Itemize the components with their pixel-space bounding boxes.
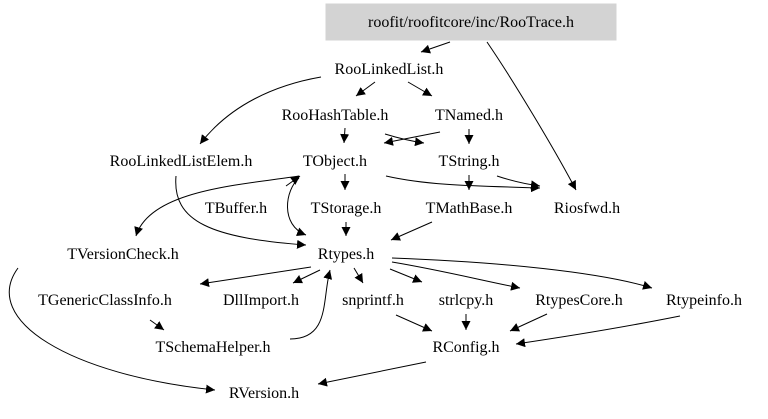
node-rtypeinfo[interactable]: Rtypeinfo.h — [666, 292, 742, 309]
edge-roolinkedlist-to-roolinkedlistelem — [199, 76, 322, 145]
node-tschemahelper[interactable]: TSchemaHelper.h — [155, 339, 270, 356]
node-label: RooLinkedListElem.h — [110, 153, 253, 170]
edge-tobject-to-tversioncheck — [134, 175, 300, 237]
edge-rtypeinfo-to-rconfig — [515, 315, 681, 348]
edge-roolinkedlistelem-to-rtypes — [175, 175, 307, 249]
edge-rootrace-to-roolinkedlist — [420, 41, 451, 54]
node-label: TSchemaHelper.h — [155, 339, 270, 356]
node-label: RConfig.h — [432, 339, 499, 356]
edge-tstring-to-riosfwd — [496, 175, 541, 190]
node-rtypes[interactable]: Rtypes.h — [318, 246, 374, 263]
node-label: TMathBase.h — [426, 200, 513, 217]
node-label: Rtypes.h — [318, 246, 374, 263]
node-layer: roofit/roofitcore/inc/RooTrace.hRooLinke… — [38, 3, 742, 402]
node-label: Riosfwd.h — [554, 200, 620, 217]
node-tobject[interactable]: TObject.h — [303, 153, 367, 170]
node-riosfwd[interactable]: Riosfwd.h — [554, 200, 620, 217]
edge-tschemahelper-to-rtypes — [289, 269, 333, 340]
edge-rtypes-to-dllimport — [292, 269, 321, 284]
node-label: TVersionCheck.h — [67, 246, 179, 263]
node-snprintf[interactable]: snprintf.h — [342, 292, 404, 309]
node-roolinkedlistelem[interactable]: RooLinkedListElem.h — [110, 153, 253, 170]
node-label: snprintf.h — [342, 292, 404, 309]
node-rtypescore[interactable]: RtypesCore.h — [535, 292, 623, 309]
node-label: TStorage.h — [311, 200, 382, 217]
node-strlcpy[interactable]: strlcpy.h — [439, 292, 494, 309]
node-label: RVersion.h — [229, 385, 299, 402]
edge-rtypes-to-rtypeinfo — [391, 257, 653, 290]
edge-roolinkedlist-to-roohashtable — [355, 81, 376, 97]
node-label: strlcpy.h — [439, 292, 494, 309]
node-tnamed[interactable]: TNamed.h — [435, 107, 503, 124]
edge-tobject-to-tbuffer — [285, 175, 301, 187]
root-node-box — [325, 3, 617, 41]
edge-rtypes-to-snprintf — [353, 267, 364, 284]
node-dllimport[interactable]: DllImport.h — [223, 292, 299, 309]
node-label: RtypesCore.h — [535, 292, 623, 309]
edge-roohashtable-to-tobject — [340, 127, 350, 144]
node-label: RooHashTable.h — [282, 107, 389, 124]
node-label: TObject.h — [303, 153, 367, 170]
edge-tmathbase-to-rtypes — [390, 221, 433, 241]
node-rootrace[interactable]: roofit/roofitcore/inc/RooTrace.h — [325, 3, 617, 41]
edge-layer — [8, 41, 681, 394]
node-tgenericclassinfo[interactable]: TGenericClassInfo.h — [38, 292, 172, 309]
node-label: TBuffer.h — [205, 200, 267, 217]
node-label: Rtypeinfo.h — [666, 292, 742, 309]
edge-tversioncheck-to-rversion — [8, 267, 216, 394]
edge-rtypes-to-tgenericclassinfo — [199, 266, 312, 288]
edge-rtypes-to-rtypescore — [391, 261, 521, 291]
node-label: DllImport.h — [223, 292, 299, 309]
node-label: roofit/roofitcore/inc/RooTrace.h — [368, 14, 574, 31]
node-tbuffer[interactable]: TBuffer.h — [205, 200, 267, 217]
node-rversion[interactable]: RVersion.h — [229, 385, 299, 402]
node-label: TNamed.h — [435, 107, 503, 124]
edge-rtypescore-to-rconfig — [509, 313, 548, 332]
node-tstorage[interactable]: TStorage.h — [311, 200, 382, 217]
node-rconfig[interactable]: RConfig.h — [432, 339, 499, 356]
edge-roolinkedlist-to-tnamed — [407, 81, 433, 97]
node-tversioncheck[interactable]: TVersionCheck.h — [67, 246, 179, 263]
node-label: RooLinkedList.h — [335, 61, 444, 78]
edge-rconfig-to-rversion — [317, 361, 427, 387]
edge-snprintf-to-rconfig — [395, 314, 433, 332]
node-label: TString.h — [439, 153, 500, 170]
edge-rootrace-to-riosfwd — [486, 41, 577, 191]
edge-tnamed-to-tobject — [383, 131, 441, 146]
node-tmathbase[interactable]: TMathBase.h — [426, 200, 513, 217]
edge-tobject-to-riosfwd — [385, 175, 541, 193]
node-label: TGenericClassInfo.h — [38, 292, 172, 309]
edge-rtypes-to-strlcpy — [389, 268, 423, 283]
node-tstring[interactable]: TString.h — [439, 153, 500, 170]
edge-tgenericclassinfo-to-tschemahelper — [149, 319, 165, 331]
node-roolinkedlist[interactable]: RooLinkedList.h — [335, 61, 444, 78]
node-roohashtable[interactable]: RooHashTable.h — [282, 107, 389, 124]
